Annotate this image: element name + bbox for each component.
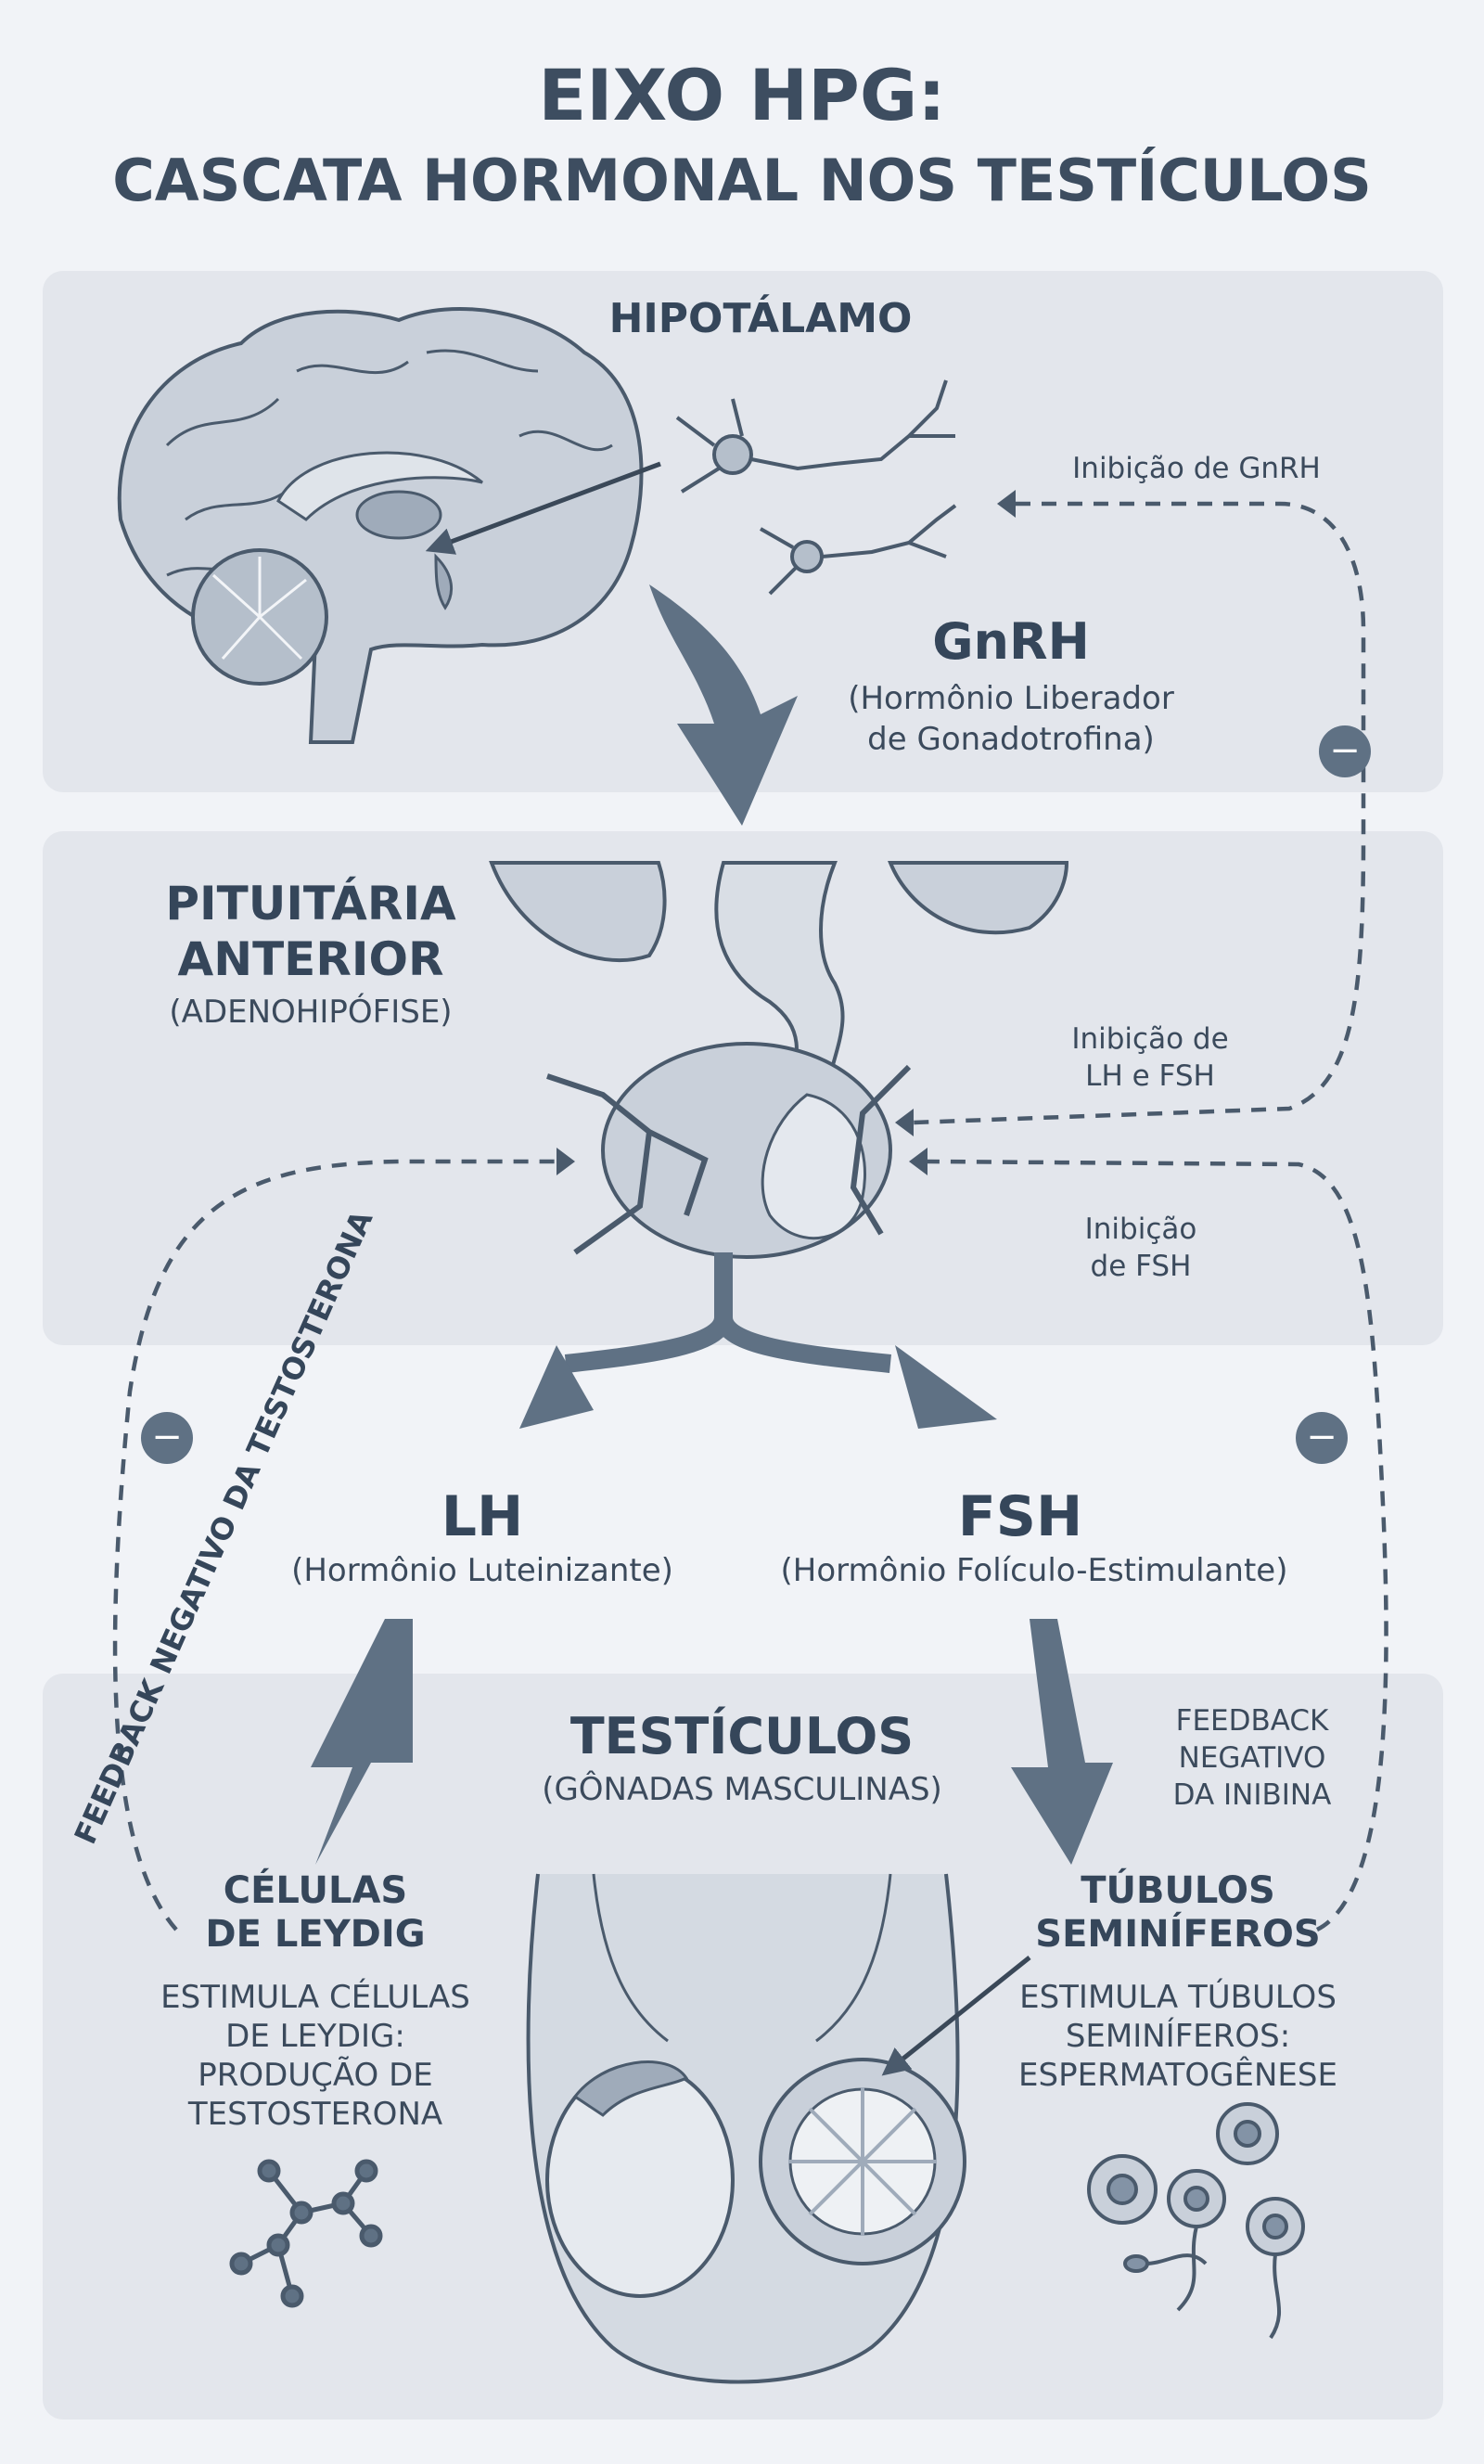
gnrh-feedback-line [913, 501, 1366, 1125]
brain-illustration [117, 306, 661, 744]
fsh-full-name: (Hormônio Folículo-Estimulante) [780, 1552, 1288, 1589]
tubules-label-2: SEMINÍFEROS [1035, 1913, 1321, 1956]
leydig-desc-2: DE LEYDIG: [225, 2018, 405, 2055]
fsh-inhibition-label-1: Inibição [1084, 1213, 1197, 1246]
tubules-desc-2: SEMINÍFEROS: [1065, 2018, 1291, 2055]
main-title: EIXO HPG: [538, 54, 946, 136]
lh-arrow [311, 1619, 413, 1865]
testosterone-molecule-icon [229, 2159, 383, 2308]
fsh-inhibition-label-2: de FSH [1090, 1250, 1192, 1283]
neuron-illustration [675, 379, 957, 596]
svg-text:−: − [1306, 1416, 1337, 1458]
pituitary-label-1: PITUITÁRIA [165, 877, 456, 930]
minus-badge-testosterone: − [141, 1412, 193, 1464]
gnrh-label: GnRH [932, 612, 1090, 671]
gnrh-full-name-1: (Hormônio Liberador [848, 680, 1174, 717]
tubules-desc-1: ESTIMULA TÚBULOS [1019, 1979, 1337, 2016]
leydig-desc-1: ESTIMULA CÉLULAS [160, 1979, 470, 2016]
leydig-label-2: DE LEYDIG [205, 1913, 426, 1956]
testes-label: TESTÍCULOS [569, 1707, 915, 1765]
testes-sublabel: (GÔNADAS MASCULINAS) [542, 1771, 942, 1808]
pituitary-sublabel: (ADENOHIPÓFISE) [169, 994, 453, 1031]
leydig-desc-3: PRODUÇÃO DE [198, 2057, 433, 2094]
hypothalamus-label: HIPOTÁLAMO [608, 295, 913, 342]
inhibin-feedback-label-3: DA INIBINA [1172, 1778, 1332, 1812]
minus-badge-inhibin: − [1296, 1412, 1348, 1464]
gnrh-full-name-2: de Gonadotrofina) [867, 721, 1155, 758]
pituitary-label-2: ANTERIOR [177, 932, 444, 986]
testis-illustration [526, 1873, 1031, 2384]
inhibin-feedback-label-2: NEGATIVO [1178, 1741, 1326, 1775]
tubules-label-1: TÚBULOS [1081, 1869, 1275, 1912]
lh-label: LH [441, 1484, 524, 1549]
sperm-cells-icon [1087, 2102, 1305, 2340]
lh-full-name: (Hormônio Luteinizante) [291, 1552, 673, 1589]
gnrh-arrow [649, 584, 798, 826]
testosterone-feedback-line [112, 1159, 556, 1931]
leydig-desc-4: TESTOSTERONA [187, 2096, 443, 2133]
main-subtitle: CASCATA HORMONAL NOS TESTÍCULOS [112, 147, 1372, 214]
pituitary-illustration [489, 861, 1069, 1429]
svg-text:−: − [1329, 729, 1361, 772]
lh-fsh-inhibition-label-2: LH e FSH [1085, 1059, 1215, 1093]
lh-fsh-inhibition-label-1: Inibição de [1071, 1022, 1229, 1056]
fsh-label: FSH [957, 1484, 1083, 1549]
leydig-label-1: CÉLULAS [223, 1869, 408, 1912]
fsh-arrow [1011, 1619, 1113, 1865]
inhibin-feedback-label-1: FEEDBACK [1175, 1704, 1329, 1738]
tubules-desc-3: ESPERMATOGÊNESE [1018, 2057, 1337, 2094]
minus-badge-gnrh: − [1319, 725, 1371, 777]
gnrh-inhibition-label: Inibição de GnRH [1072, 452, 1321, 485]
svg-text:−: − [151, 1416, 183, 1458]
